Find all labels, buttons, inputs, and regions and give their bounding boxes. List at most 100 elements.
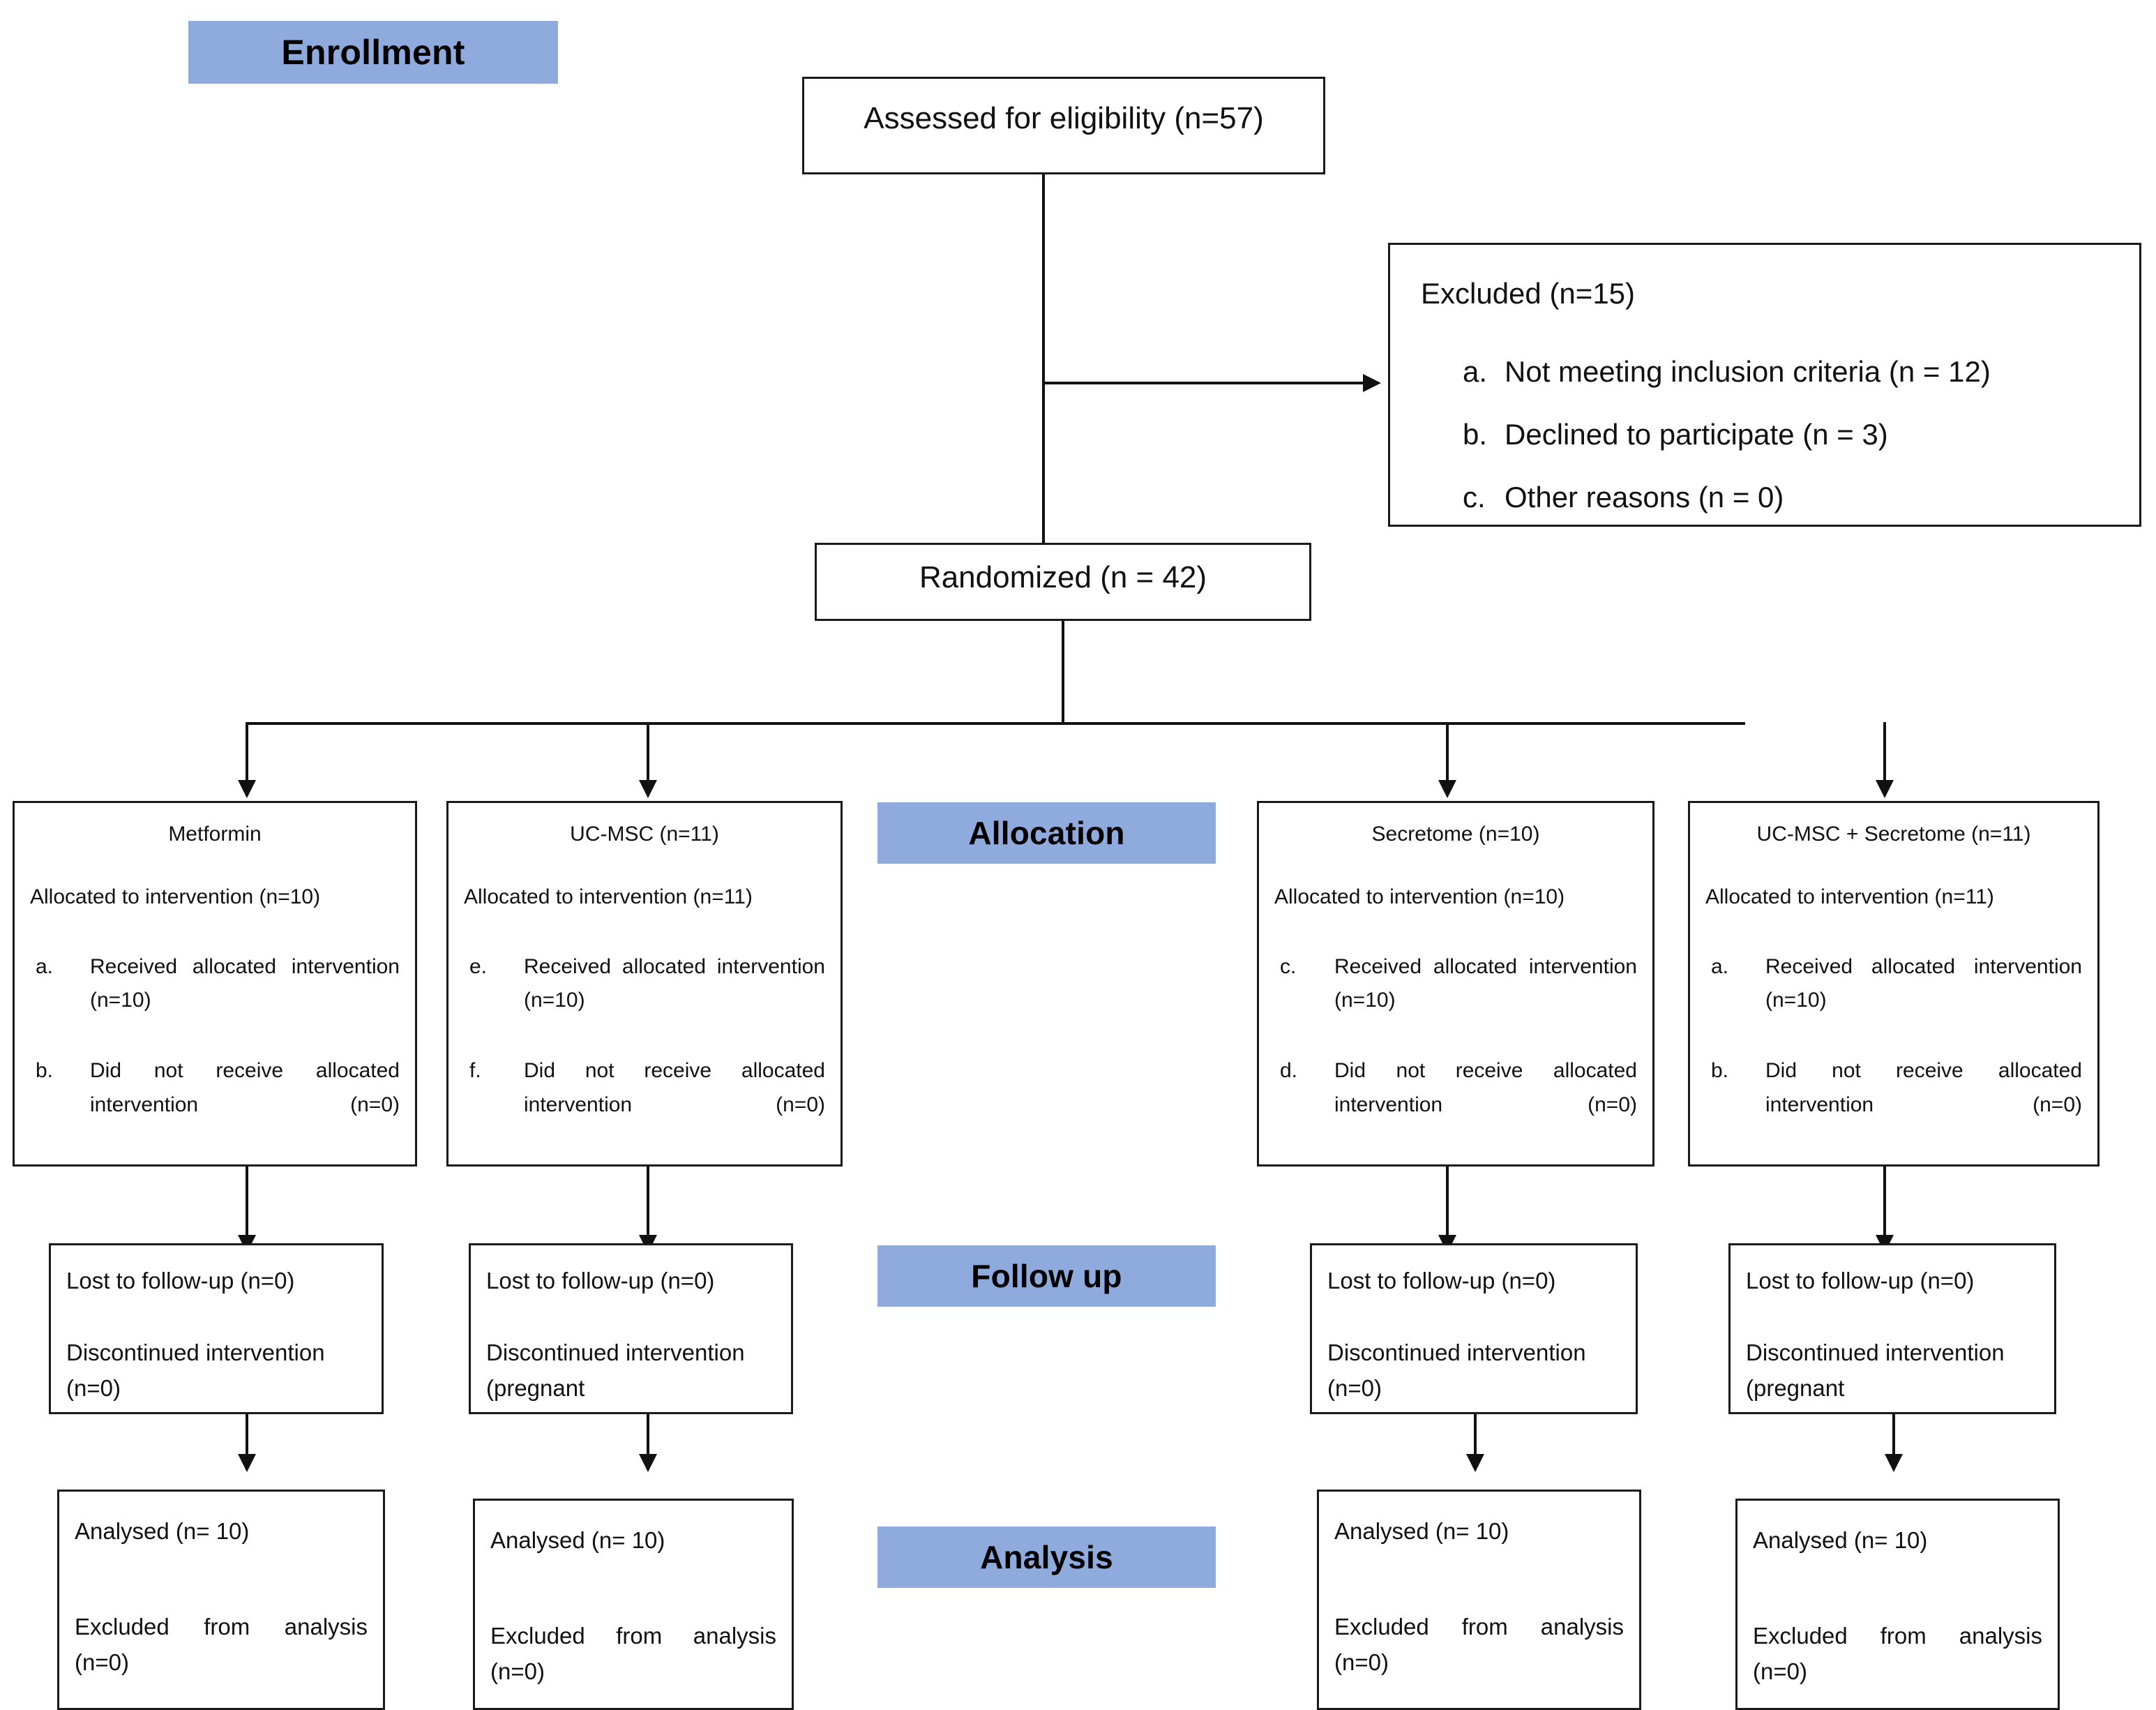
box-analysis-ucmsc-secretome: Analysed (n= 10) Excluded from analysis … [1735, 1499, 2060, 1710]
allocation-item: b. Did not receive allocated interventio… [30, 1054, 400, 1156]
assessed-for-eligibility-text: Assessed for eligibility (n=57) [864, 101, 1264, 135]
arrow-analysis-3 [1466, 1454, 1484, 1472]
allocation-allocated-text: Allocated to intervention (n=10) [1274, 885, 1565, 908]
allocation-item: d. Did not receive allocated interventio… [1274, 1054, 1637, 1156]
connector-followup-to-analysis-3 [1474, 1414, 1477, 1462]
connector-drop-allocation-1 [246, 722, 248, 788]
followup-lost-text: Lost to follow-up (n=0) [486, 1268, 715, 1293]
allocation-item: e. Received allocated intervention (n=10… [464, 950, 825, 1052]
allocation-item: f. Did not receive allocated interventio… [464, 1054, 825, 1156]
box-randomized: Randomized (n = 42) [815, 543, 1311, 621]
analysis-excluded-text: Excluded from analysis (n=0) [1753, 1623, 2042, 1685]
randomized-text: Randomized (n = 42) [919, 560, 1207, 594]
box-followup-secretome: Lost to follow-up (n=0) Discontinued int… [1310, 1243, 1638, 1414]
connector-drop-allocation-4 [1883, 722, 1886, 788]
allocation-item-marker: d. [1280, 1059, 1298, 1083]
box-analysis-metformin: Analysed (n= 10) Excluded from analysis … [57, 1490, 385, 1710]
arrow-allocation-4 [1876, 780, 1894, 798]
connector-to-excluded-arrow [1363, 374, 1381, 392]
arrow-analysis-1 [238, 1454, 256, 1472]
allocation-item: c. Received allocated intervention (n=10… [1274, 950, 1637, 1052]
analysis-analysed-text: Analysed (n= 10) [75, 1518, 250, 1544]
connector-assessed-stem [1042, 174, 1045, 551]
excluded-reason-text: Other reasons (n = 0) [1505, 481, 1784, 514]
excluded-reason-text: Declined to participate (n = 3) [1505, 418, 1888, 451]
analysis-excluded-text: Excluded from analysis (n=0) [490, 1623, 776, 1685]
stage-label-allocation-text: Allocation [968, 815, 1125, 851]
connector-followup-to-analysis-4 [1892, 1414, 1895, 1462]
allocation-item-list: c. Received allocated intervention (n=10… [1274, 950, 1637, 1157]
analysis-analysed-text: Analysed (n= 10) [1753, 1527, 1928, 1553]
allocation-item-text: Received allocated intervention (n=10) [90, 954, 400, 1012]
allocation-allocated-text: Allocated to intervention (n=10) [30, 885, 321, 908]
connector-followup-to-analysis-2 [647, 1414, 649, 1462]
allocation-item-text: Did not receive allocated intervention (… [1765, 1059, 2082, 1116]
allocation-item-text: Received allocated intervention (n=10) [1334, 954, 1637, 1012]
allocation-item-list: e. Received allocated intervention (n=10… [464, 950, 825, 1157]
excluded-reason-text: Not meeting inclusion criteria (n = 12) [1505, 355, 1991, 388]
connector-alloc-to-followup-4 [1883, 1167, 1886, 1243]
box-allocation-ucmsc-secretome: UC-MSC + Secretome (n=11) Allocated to i… [1688, 801, 2100, 1167]
allocation-item-text: Did not receive allocated intervention (… [524, 1059, 825, 1116]
connector-drop-allocation-3 [1446, 722, 1449, 788]
box-analysis-ucmsc: Analysed (n= 10) Excluded from analysis … [473, 1499, 794, 1710]
stage-label-enrollment: Enrollment [188, 21, 558, 84]
allocation-item: a. Received allocated intervention (n=10… [1705, 950, 2082, 1052]
connector-randomized-stem [1062, 621, 1064, 724]
connector-alloc-to-followup-3 [1446, 1167, 1449, 1243]
stage-label-enrollment-text: Enrollment [281, 33, 465, 72]
box-excluded: Excluded (n=15) a. Not meeting inclusion… [1388, 243, 2141, 527]
analysis-excluded-text: Excluded from analysis (n=0) [1334, 1614, 1624, 1676]
connector-alloc-to-followup-2 [647, 1167, 649, 1243]
box-followup-ucmsc-secretome: Lost to follow-up (n=0) Discontinued int… [1728, 1243, 2056, 1414]
arrow-allocation-3 [1438, 780, 1456, 798]
analysis-excluded-text: Excluded from analysis (n=0) [75, 1614, 368, 1676]
excluded-reason-item: a. Not meeting inclusion criteria (n = 1… [1421, 355, 2121, 388]
followup-discontinued-text: Discontinued intervention (n=0) [1327, 1340, 1586, 1402]
allocation-item-text: Did not receive allocated intervention (… [1334, 1059, 1637, 1116]
box-allocation-ucmsc: UC-MSC (n=11) Allocated to intervention … [446, 801, 843, 1167]
excluded-reason-list: a. Not meeting inclusion criteria (n = 1… [1421, 355, 2121, 514]
stage-label-followup: Follow up [877, 1245, 1216, 1307]
box-followup-metformin: Lost to follow-up (n=0) Discontinued int… [49, 1243, 384, 1414]
connector-alloc-to-followup-1 [246, 1167, 248, 1243]
allocation-item-marker: c. [1280, 954, 1297, 978]
allocation-item-marker: f. [469, 1059, 481, 1083]
allocation-item: b. Did not receive allocated interventio… [1705, 1054, 2082, 1156]
allocation-item-text: Received allocated intervention (n=10) [1765, 954, 2082, 1012]
allocation-allocated-text: Allocated to intervention (n=11) [1705, 885, 1994, 908]
allocation-item-marker: b. [1711, 1059, 1729, 1083]
excluded-reason-marker: a. [1463, 355, 1488, 388]
allocation-item-marker: e. [469, 954, 488, 978]
connector-followup-to-analysis-1 [246, 1414, 248, 1462]
followup-discontinued-text: Discontinued intervention (pregnant [486, 1340, 745, 1402]
stage-label-allocation: Allocation [877, 802, 1216, 864]
allocation-item-text: Received allocated intervention (n=10) [524, 954, 825, 1012]
arrow-analysis-2 [639, 1454, 657, 1472]
followup-lost-text: Lost to follow-up (n=0) [1746, 1268, 1975, 1293]
allocation-title: Secretome (n=10) [1371, 823, 1540, 846]
analysis-analysed-text: Analysed (n= 10) [490, 1527, 665, 1553]
connector-drop-allocation-2 [647, 722, 649, 788]
stage-label-analysis-text: Analysis [980, 1539, 1113, 1575]
excluded-reason-marker: c. [1463, 481, 1486, 514]
box-assessed-for-eligibility: Assessed for eligibility (n=57) [802, 77, 1325, 174]
followup-lost-text: Lost to follow-up (n=0) [1327, 1268, 1556, 1293]
excluded-reason-item: b. Declined to participate (n = 3) [1421, 419, 2121, 450]
box-analysis-secretome: Analysed (n= 10) Excluded from analysis … [1317, 1490, 1641, 1710]
allocation-title: UC-MSC (n=11) [570, 823, 719, 846]
box-allocation-metformin: Metformin Allocated to intervention (n=1… [13, 801, 417, 1167]
allocation-item: a. Received allocated intervention (n=10… [30, 950, 400, 1052]
allocation-allocated-text: Allocated to intervention (n=11) [464, 885, 753, 908]
excluded-reason-marker: b. [1463, 418, 1488, 451]
box-followup-ucmsc: Lost to follow-up (n=0) Discontinued int… [469, 1243, 793, 1414]
arrow-allocation-1 [238, 780, 256, 798]
stage-label-followup-text: Follow up [971, 1258, 1122, 1294]
connector-allocation-bar [246, 722, 1745, 725]
allocation-item-text: Did not receive allocated intervention (… [90, 1059, 400, 1116]
arrow-analysis-4 [1885, 1454, 1903, 1472]
allocation-item-list: a. Received allocated intervention (n=10… [30, 950, 400, 1157]
connector-to-excluded-line [1042, 382, 1363, 384]
arrow-allocation-2 [639, 780, 657, 798]
